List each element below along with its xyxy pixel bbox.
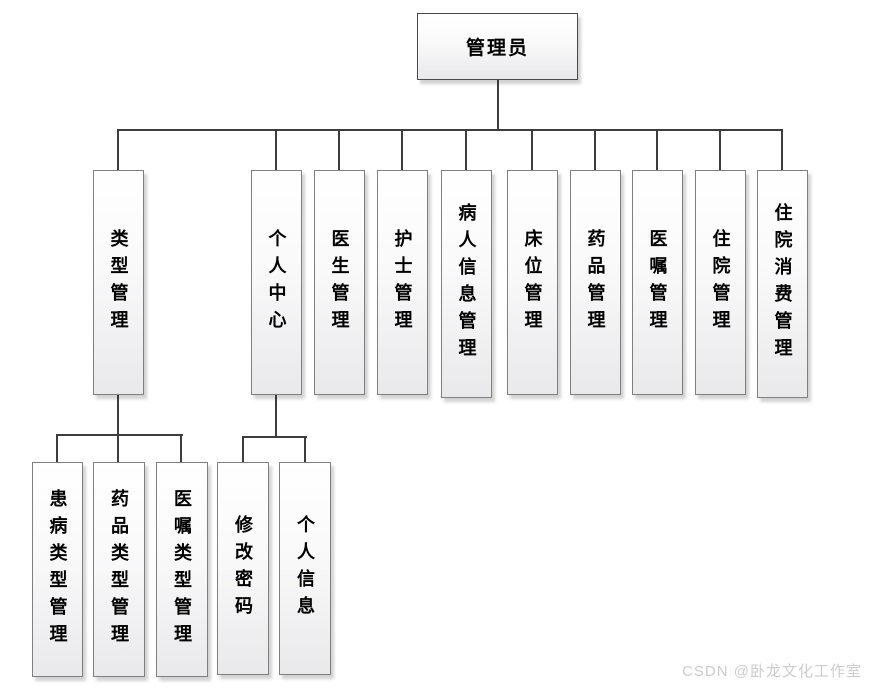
node-hospitalization-management-label: 住院管理	[710, 228, 731, 337]
node-advice-type-management-label: 医嘱类型管理	[172, 488, 192, 651]
node-change-password-label: 修改密码	[233, 514, 253, 623]
node-medical-advice-management-label: 医嘱管理	[647, 228, 668, 337]
node-nurse-management-label: 护士管理	[392, 228, 413, 337]
connector-drop-4	[401, 129, 403, 170]
connector-personal-drop-1	[242, 436, 244, 462]
node-admin-label: 管理员	[465, 38, 529, 59]
node-hospitalization-management: 住院管理	[695, 170, 746, 395]
node-medicine-management-label: 药品管理	[585, 228, 606, 337]
node-admin: 管理员	[417, 13, 578, 80]
connector-type-drop-3	[180, 434, 182, 462]
node-hospital-expense-management-label: 住院消费管理	[772, 203, 793, 365]
node-doctor-management: 医生管理	[314, 170, 365, 395]
node-bed-management: 床位管理	[507, 170, 558, 395]
connector-personal-drop-2	[304, 436, 306, 462]
node-medicine-type-management: 药品类型管理	[93, 462, 145, 677]
node-patient-info-management: 病人信息管理	[441, 170, 492, 398]
connector-drop-10	[781, 129, 783, 170]
node-personal-center: 个人中心	[251, 170, 302, 395]
node-bed-management-label: 床位管理	[522, 228, 543, 337]
node-hospital-expense-management: 住院消费管理	[757, 170, 808, 398]
connector-drop-8	[656, 129, 658, 170]
node-advice-type-management: 医嘱类型管理	[156, 462, 208, 677]
connector-drop-6	[531, 129, 533, 170]
connector-drop-3	[338, 129, 340, 170]
node-personal-info: 个人信息	[279, 462, 331, 675]
node-disease-type-management: 患病类型管理	[32, 462, 83, 677]
connector-drop-7	[594, 129, 596, 170]
node-medical-advice-management: 医嘱管理	[632, 170, 683, 395]
connector-type-drop	[117, 395, 119, 462]
node-type-management-label: 类型管理	[108, 228, 129, 337]
node-disease-type-management-label: 患病类型管理	[47, 488, 68, 651]
node-personal-center-label: 个人中心	[266, 228, 287, 337]
connector-personal-drop	[275, 395, 277, 437]
connector-drop-9	[719, 129, 721, 170]
connector-drop-5	[465, 129, 467, 170]
connector-type-bus	[56, 434, 183, 436]
node-doctor-management-label: 医生管理	[329, 228, 350, 337]
connector-type-drop-1	[56, 434, 58, 462]
node-change-password: 修改密码	[217, 462, 269, 675]
connector-drop-1	[117, 129, 119, 170]
node-nurse-management: 护士管理	[377, 170, 428, 395]
connector-level1-bus	[117, 129, 783, 131]
connector-drop-2	[275, 129, 277, 170]
node-personal-info-label: 个人信息	[295, 514, 315, 623]
node-patient-info-management-label: 病人信息管理	[456, 203, 477, 365]
node-type-management: 类型管理	[93, 170, 144, 395]
connector-personal-bus	[242, 436, 307, 438]
node-medicine-type-management-label: 药品类型管理	[109, 488, 129, 651]
node-medicine-management: 药品管理	[570, 170, 621, 395]
connector-root-drop	[497, 80, 499, 131]
csdn-watermark: CSDN @卧龙文化工作室	[682, 663, 862, 680]
